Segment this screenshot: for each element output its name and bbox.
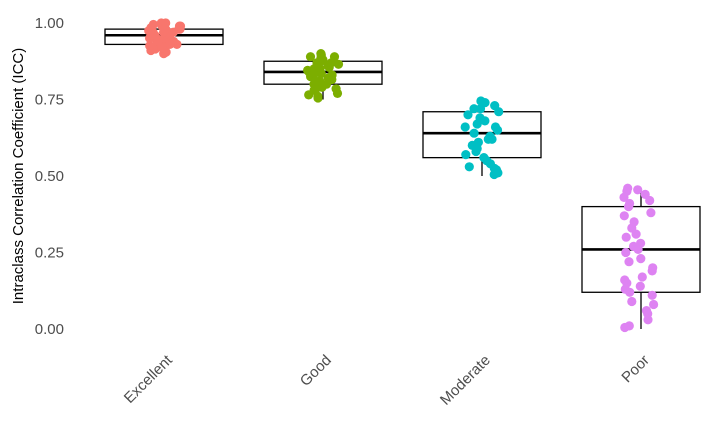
data-point [461,150,471,160]
data-point [637,272,647,282]
x-tick-label-poor: Poor [618,352,652,386]
data-point [627,296,637,307]
data-point [305,52,316,62]
data-point [476,96,486,106]
data-point [153,36,163,47]
data-point [647,290,657,300]
data-point [463,110,473,120]
jitter-points [144,18,659,333]
data-point [620,275,630,285]
data-point [475,113,485,123]
y-tick-label: 0.25 [35,245,64,262]
data-point [479,153,489,163]
data-point [327,70,337,80]
data-point [147,30,157,40]
data-point [464,162,474,172]
y-tick-label: 0.00 [35,321,64,338]
data-point [623,183,633,193]
y-axis-ticks: 0.00 0.25 0.50 0.75 1.00 [35,15,64,338]
x-axis-ticks: Excellent Good Moderate Poor [121,351,653,408]
boxplots [104,23,701,329]
data-point [487,134,497,144]
data-point [309,64,319,74]
data-point [636,254,646,264]
data-point [625,198,635,209]
data-point [624,321,634,331]
y-axis-title: Intraclass Correlation Coefficient (ICC) [10,48,27,304]
data-point [621,247,631,258]
data-point [460,122,470,132]
points-poor [619,183,659,333]
data-point [635,281,645,291]
data-point [333,59,344,69]
data-point [331,84,341,94]
points-excellent [144,18,186,59]
data-point [633,244,643,254]
data-point [168,27,178,37]
data-point [490,122,501,132]
data-point [148,19,158,30]
data-point [624,257,634,267]
data-point [310,85,320,95]
data-point [469,104,479,114]
data-point [473,137,483,147]
data-point [629,217,639,227]
points-good [303,49,344,103]
data-point [649,299,659,310]
data-point [645,195,655,206]
data-point [619,211,629,221]
x-tick-label-moderate: Moderate [437,352,494,409]
data-point [175,21,186,31]
data-point [165,39,175,50]
data-point [648,263,658,273]
data-point [326,58,336,68]
data-point [145,41,155,51]
data-point [316,49,326,59]
data-point [490,101,500,111]
y-tick-label: 0.75 [35,92,64,109]
y-tick-label: 0.50 [35,168,64,185]
y-tick-label: 1.00 [35,15,64,32]
data-point [633,185,643,195]
data-point [621,232,631,242]
points-moderate [460,96,504,180]
x-tick-label-excellent: Excellent [121,351,177,407]
data-point [646,208,656,218]
data-point [310,76,320,86]
x-tick-label-good: Good [297,352,335,390]
data-point [469,128,479,138]
data-point [161,24,171,34]
data-point [641,306,652,316]
